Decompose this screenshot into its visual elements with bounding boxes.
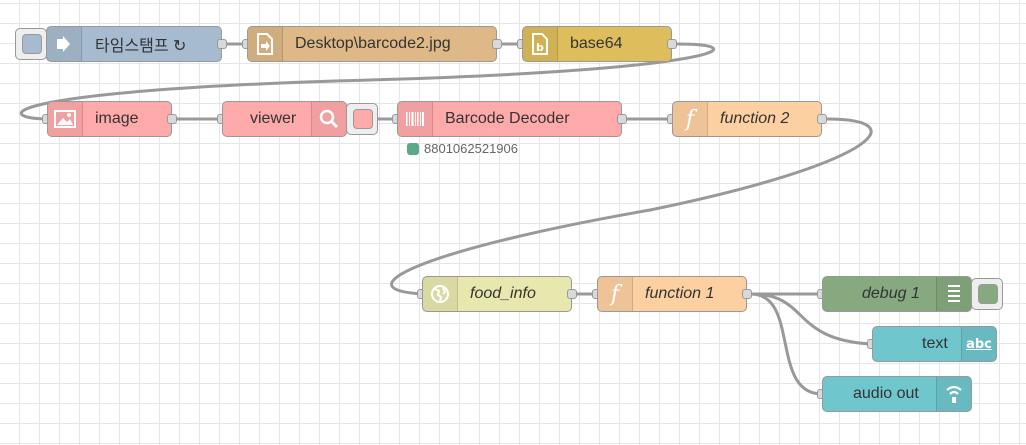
- magnifier-icon: [311, 102, 346, 136]
- inject-button-face[interactable]: [22, 34, 42, 54]
- wire-function1-audio: [750, 292, 823, 396]
- function-icon: f: [673, 102, 708, 136]
- text-node-label: text: [922, 335, 948, 352]
- function-icon: f: [598, 277, 633, 311]
- foodinfo-output-port[interactable]: [567, 289, 577, 299]
- function2-node-label: function 2: [720, 110, 790, 127]
- image-viewer-node[interactable]: viewer: [222, 101, 347, 137]
- barcode-status: 8801062521906: [407, 141, 518, 156]
- debug-toggle-button[interactable]: [971, 278, 1003, 310]
- viewer-toggle-button[interactable]: [346, 103, 378, 135]
- foodinfo-node-label: food_info: [470, 285, 536, 302]
- base64-node-label: base64: [570, 35, 623, 52]
- viewer-toggle-face[interactable]: [353, 109, 373, 129]
- barcode-icon: [398, 102, 433, 136]
- barcode-output-port[interactable]: [617, 114, 627, 124]
- globe-icon: [423, 277, 458, 311]
- image-node[interactable]: image: [47, 101, 172, 137]
- barcode-decoder-node[interactable]: Barcode Decoder: [397, 101, 622, 137]
- debug-node-label: debug 1: [862, 285, 920, 302]
- status-dot: [407, 142, 419, 155]
- base64-output-port[interactable]: [667, 39, 677, 49]
- barcode-node-label: Barcode Decoder: [445, 110, 570, 127]
- base64-node[interactable]: b base64: [522, 26, 672, 62]
- debug-list-icon: [936, 277, 971, 311]
- audio-wifi-icon: [936, 377, 971, 411]
- timestamp-node-label: 타임스탬프 ↻: [95, 38, 187, 55]
- svg-text:b: b: [536, 41, 544, 54]
- base64-icon: b: [523, 27, 558, 61]
- file-in-icon: [248, 27, 283, 61]
- file-in-node[interactable]: Desktop\barcode2.jpg: [247, 26, 497, 62]
- image-icon: [48, 102, 83, 136]
- timestamp-output-port[interactable]: [217, 39, 227, 49]
- function1-node-label: function 1: [645, 285, 715, 302]
- debug-toggle-face[interactable]: [978, 284, 998, 304]
- function-2-node[interactable]: f function 2: [672, 101, 822, 137]
- function-1-node[interactable]: f function 1: [597, 276, 747, 312]
- viewer-node-label: viewer: [250, 110, 297, 127]
- abc-icon: abc: [961, 327, 996, 361]
- food-info-http-node[interactable]: food_info: [422, 276, 572, 312]
- file-node-label: Desktop\barcode2.jpg: [295, 35, 451, 52]
- text-output-node[interactable]: text abc: [872, 326, 997, 362]
- debug-1-node[interactable]: debug 1: [822, 276, 972, 312]
- audio-out-node[interactable]: audio out: [822, 376, 972, 412]
- function2-output-port[interactable]: [817, 114, 827, 124]
- timestamp-inject-button[interactable]: [15, 28, 47, 60]
- file-output-port[interactable]: [492, 39, 502, 49]
- barcode-status-text: 8801062521906: [424, 141, 518, 156]
- image-node-label: image: [95, 110, 139, 127]
- function1-output-port[interactable]: [742, 289, 752, 299]
- image-output-port[interactable]: [167, 114, 177, 124]
- timestamp-inject-node[interactable]: 타임스탬프 ↻: [46, 26, 222, 62]
- inject-arrow-icon: [47, 27, 82, 61]
- audio-node-label: audio out: [853, 385, 919, 402]
